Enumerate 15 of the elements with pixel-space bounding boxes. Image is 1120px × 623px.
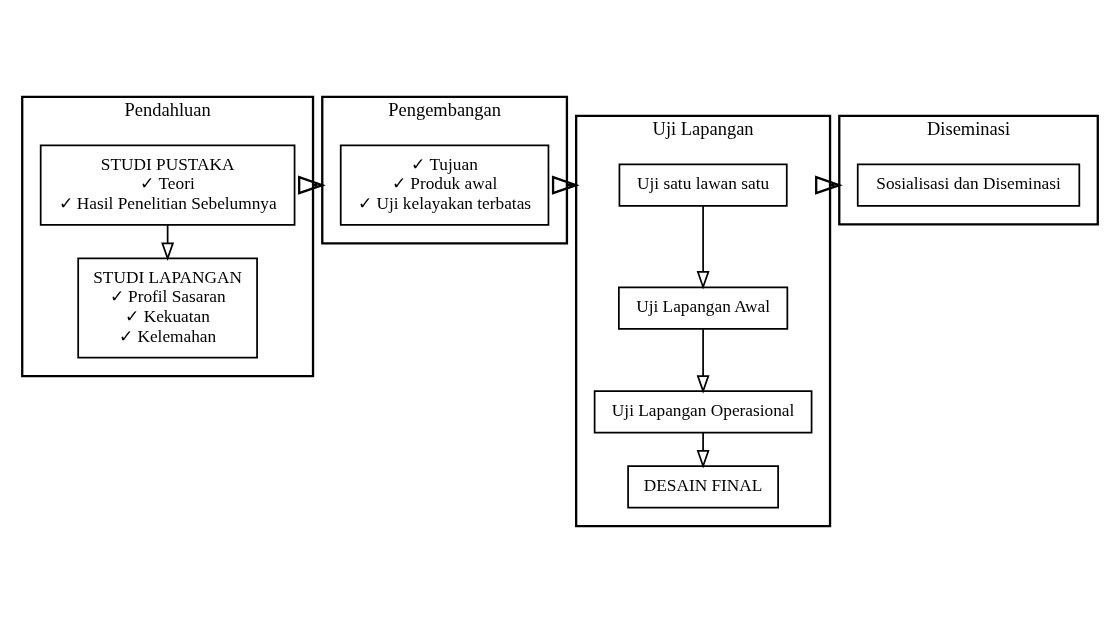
arrow <box>551 175 580 195</box>
arrow <box>298 175 326 195</box>
node-box: Uji satu lawan satu <box>618 163 788 207</box>
node-box: DESAIN FINAL <box>627 465 779 509</box>
node-box: Uji Lapangan Awal <box>618 286 789 330</box>
node-box: Sosialisasi dan Diseminasi <box>856 163 1081 207</box>
node-box: Uji Lapangan Operasional <box>593 390 813 434</box>
arrow <box>161 224 175 261</box>
node-box: STUDI LAPANGAN ✓ Profil Sasaran ✓ Kekuatan ✓ Kelemahan <box>77 257 258 359</box>
node-box: ✓ Tujuan ✓ Produk awal ✓ Uji kelayakan terbatas <box>339 144 550 226</box>
node-box: STUDI PUSTAKA ✓ Teori ✓ Hasil Penelitian Sebelumnya <box>39 144 296 226</box>
arrow <box>696 205 710 290</box>
arrow <box>696 432 710 469</box>
arrow <box>696 328 710 394</box>
arrow <box>815 175 843 195</box>
